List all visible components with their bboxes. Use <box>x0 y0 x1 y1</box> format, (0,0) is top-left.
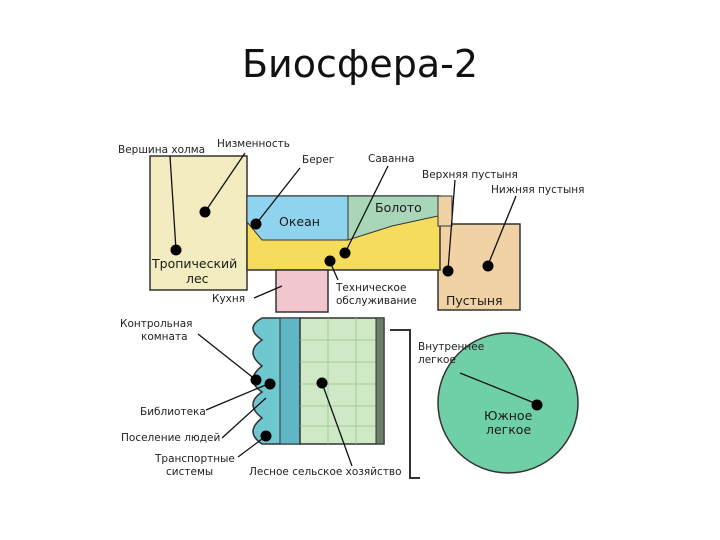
forest-agriculture-label: Лесное сельское хозяйство <box>249 466 402 478</box>
marker-dots <box>170 206 543 442</box>
swamp-label: Болото <box>375 200 422 215</box>
desert-label: Пустыня <box>446 293 503 308</box>
tech-service-label-2: обслуживание <box>336 295 417 307</box>
tropical-forest-label-2: лес <box>186 271 209 286</box>
south-lung-label-1: Южное <box>484 408 533 423</box>
savanna-label: Саванна <box>368 153 415 165</box>
south-lung-label-2: легкое <box>486 422 531 437</box>
kitchen-zone <box>275 269 329 313</box>
control-room-label-2: комната <box>141 331 188 343</box>
inner-lung-label-1: Внутреннее <box>418 341 484 353</box>
agriculture-edge-bar <box>375 317 385 445</box>
slide-title: Биосфера-2 <box>241 42 479 86</box>
ocean-zone <box>246 195 349 241</box>
agriculture-grid <box>300 318 384 444</box>
inner-lung-label-2: легкое <box>418 354 456 366</box>
hilltop-label: Вершина холма <box>118 144 205 156</box>
leader-lines <box>169 152 538 467</box>
library-label: Библиотека <box>140 406 206 418</box>
south-lung-zone <box>437 332 579 474</box>
habitat-inner-column <box>279 317 301 445</box>
tropical-forest-label-1: Тропический <box>151 256 237 271</box>
tropical-forest-zone <box>149 155 248 291</box>
conduit-line <box>390 329 420 479</box>
settlement-label: Поселение людей <box>121 432 220 444</box>
control-room-label-1: Контрольная <box>120 318 192 330</box>
shore-label: Берег <box>302 154 334 166</box>
transport-label-2: системы <box>166 466 213 478</box>
kitchen-label: Кухня <box>212 293 245 305</box>
ocean-label: Океан <box>279 214 320 229</box>
upper-desert-strip <box>437 195 453 227</box>
agriculture-zone <box>299 317 385 445</box>
upper-desert-label: Верхняя пустыня <box>422 169 518 181</box>
swamp-zone <box>347 195 439 241</box>
transport-label-1: Транспортные <box>154 453 235 465</box>
lower-desert-label: Нижняя пустыня <box>491 184 584 196</box>
lowland-label: Низменность <box>217 138 290 150</box>
tech-service-label-1: Техническое <box>335 282 406 294</box>
